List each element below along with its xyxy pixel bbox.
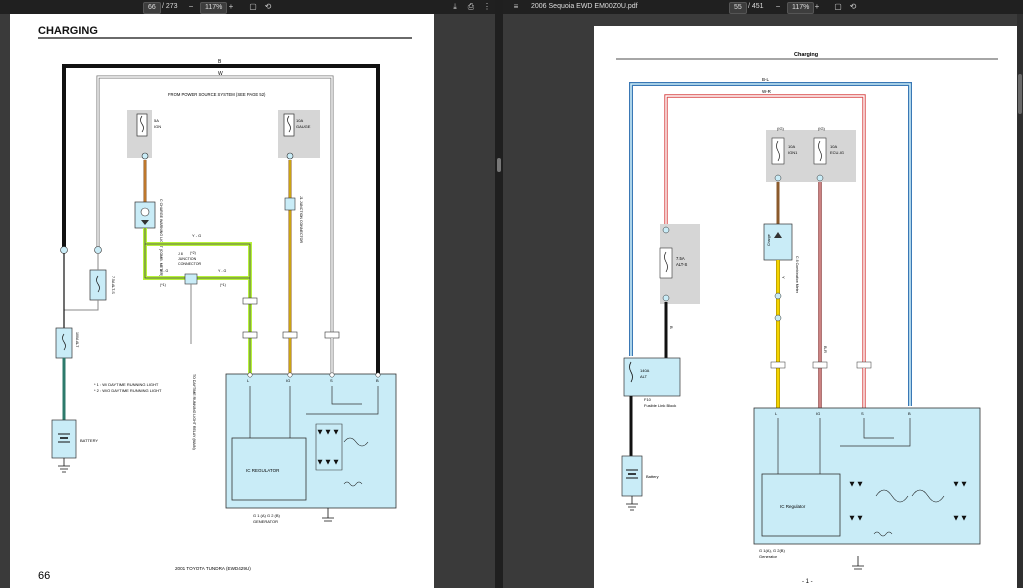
right-heading: Charging: [794, 52, 818, 58]
svg-text:B: B: [218, 59, 222, 65]
svg-text:W: W: [218, 71, 223, 77]
svg-text:* 1 : W/ DAYTIME RUNNING LIGHT: * 1 : W/ DAYTIME RUNNING LIGHT: [94, 382, 159, 387]
svg-text:100A ALT: 100A ALT: [75, 332, 79, 348]
right-zoom-out-button[interactable]: −: [775, 2, 781, 11]
svg-text:S: S: [861, 411, 864, 416]
svg-text:C 8 Combination Meter: C 8 Combination Meter: [795, 256, 799, 294]
svg-text:Y: Y: [781, 276, 786, 279]
svg-text:10A: 10A: [830, 144, 837, 149]
svg-text:G 1(A), G 2(B): G 1(A), G 2(B): [759, 548, 785, 553]
svg-text:7.5A: 7.5A: [676, 256, 685, 261]
right-zoom-input[interactable]: 117%: [787, 2, 815, 14]
svg-text:GAUGE: GAUGE: [296, 124, 311, 129]
svg-text:S: S: [330, 378, 333, 383]
svg-text:ALT: ALT: [640, 374, 648, 379]
svg-text:Fusible Link Block: Fusible Link Block: [644, 403, 676, 408]
svg-text:IG: IG: [816, 411, 820, 416]
left-page-total: / 273: [162, 3, 178, 10]
svg-text:JUNCTION: JUNCTION: [178, 257, 197, 261]
svg-text:Y - G: Y - G: [160, 269, 169, 273]
right-page-number: - 1 -: [802, 579, 813, 585]
left-zoom-out-button[interactable]: −: [188, 2, 194, 11]
right-scrollbar-thumb[interactable]: [1018, 74, 1022, 114]
svg-text:ECU-IG: ECU-IG: [830, 150, 844, 155]
svg-text:J 8: J 8: [178, 252, 183, 256]
svg-text:B: B: [376, 378, 379, 383]
svg-text:B: B: [669, 326, 674, 329]
fit-page-icon[interactable]: ▢: [249, 2, 257, 11]
svg-text:(IG): (IG): [777, 126, 785, 131]
right-file-name: 2006 Sequoia EWD EM00Z0U.pdf: [531, 3, 638, 10]
divider-grip-icon[interactable]: [497, 158, 501, 172]
left-toolbar: 66 / 273 − 117% + ▢ ⟲ ⤓ ⎙ ⋮: [0, 0, 495, 14]
svg-text:B-L: B-L: [762, 77, 770, 82]
svg-text:BATTERY: BATTERY: [80, 438, 98, 443]
left-heading: CHARGING: [38, 25, 98, 37]
svg-text:FROM POWER SOURCE SYSTEM (SEE: FROM POWER SOURCE SYSTEM (SEE PAGE 52): [168, 92, 266, 97]
svg-text:Generator: Generator: [759, 554, 778, 559]
right-fit-page-icon[interactable]: ▢: [834, 2, 842, 11]
left-page-input[interactable]: 66: [143, 2, 161, 14]
right-document-page: Charging B-L W-R 7.5A ALT-S B 140A A: [594, 26, 1020, 588]
svg-text:7.5A ALT-S: 7.5A ALT-S: [111, 276, 115, 294]
svg-text:IGN1: IGN1: [788, 150, 798, 155]
svg-text:F10: F10: [644, 397, 652, 402]
svg-text:B: B: [908, 411, 911, 416]
svg-text:IC REGULATOR: IC REGULATOR: [246, 468, 280, 473]
menu-icon[interactable]: ≡: [513, 2, 519, 11]
svg-text:C CHARGE WARNING LIGHT (COMB.: C CHARGE WARNING LIGHT (COMB. METER): [159, 199, 163, 276]
svg-text:* 2 : W/O DAYTIME RUNNING LIGH: * 2 : W/O DAYTIME RUNNING LIGHT: [94, 388, 162, 393]
svg-text:IGN: IGN: [154, 124, 161, 129]
left-page-number: 66: [38, 570, 50, 582]
right-page-input[interactable]: 55: [729, 2, 747, 14]
svg-text:J1 JUNCTION CONNECTOR: J1 JUNCTION CONNECTOR: [299, 196, 303, 243]
svg-text:5A: 5A: [154, 118, 159, 123]
svg-text:(*1): (*1): [220, 283, 226, 287]
svg-text:2001 TOYOTA TUNDRA (EWD429U): 2001 TOYOTA TUNDRA (EWD429U): [175, 566, 251, 571]
right-rotate-icon[interactable]: ⟲: [849, 2, 857, 11]
rotate-icon[interactable]: ⟲: [264, 2, 272, 11]
left-zoom-in-button[interactable]: +: [228, 2, 234, 11]
left-document-page: CHARGING B W FROM POWER SOURCE SYSTEM (S…: [10, 14, 434, 588]
svg-text:Y - G: Y - G: [192, 233, 201, 238]
download-icon[interactable]: ⤓: [453, 2, 457, 11]
right-page-total: / 451: [748, 3, 764, 10]
svg-text:L: L: [775, 411, 778, 416]
svg-text:(*1): (*1): [160, 283, 166, 287]
right-pdf-viewer: ≡ 2006 Sequoia EWD EM00Z0U.pdf 55 / 451 …: [503, 0, 1023, 588]
svg-text:CONNECTOR: CONNECTOR: [178, 262, 201, 266]
svg-text:IG: IG: [286, 378, 290, 383]
svg-text:G 1 (A) G 2 (B): G 1 (A) G 2 (B): [253, 513, 281, 518]
svg-text:(*2): (*2): [190, 251, 196, 255]
svg-text:IC Regulator: IC Regulator: [780, 504, 806, 509]
right-wiring-diagram: Charging B-L W-R 7.5A ALT-S B 140A A: [616, 52, 998, 585]
svg-text:Y - G: Y - G: [218, 269, 227, 273]
svg-text:Battery: Battery: [646, 474, 659, 479]
svg-text:10A: 10A: [296, 118, 303, 123]
svg-text:ALT-S: ALT-S: [676, 262, 688, 267]
svg-text:TO DAYTIME RUNNING LIGHT RELAY: TO DAYTIME RUNNING LIGHT RELAY (MAIN): [192, 374, 196, 450]
right-zoom-in-button[interactable]: +: [814, 2, 820, 11]
svg-text:10A: 10A: [788, 144, 795, 149]
svg-text:GENERATOR: GENERATOR: [253, 519, 278, 524]
svg-text:W-R: W-R: [762, 89, 772, 94]
print-icon[interactable]: ⎙: [467, 2, 475, 11]
left-zoom-input[interactable]: 117%: [200, 2, 228, 14]
svg-text:Charge: Charge: [767, 234, 771, 246]
svg-text:L: L: [247, 378, 250, 383]
more-options-icon[interactable]: ⋮: [483, 2, 491, 11]
left-pdf-viewer: 66 / 273 − 117% + ▢ ⟲ ⤓ ⎙ ⋮ CHARGING B W…: [0, 0, 495, 588]
svg-text:140A: 140A: [640, 368, 650, 373]
svg-text:(IG): (IG): [818, 126, 826, 131]
svg-text:B-R: B-R: [823, 346, 828, 353]
right-scrollbar[interactable]: [1017, 14, 1023, 588]
left-wiring-diagram: CHARGING B W FROM POWER SOURCE SYSTEM (S…: [38, 25, 412, 582]
split-divider[interactable]: [495, 0, 503, 588]
right-toolbar: ≡ 2006 Sequoia EWD EM00Z0U.pdf 55 / 451 …: [503, 0, 1023, 14]
